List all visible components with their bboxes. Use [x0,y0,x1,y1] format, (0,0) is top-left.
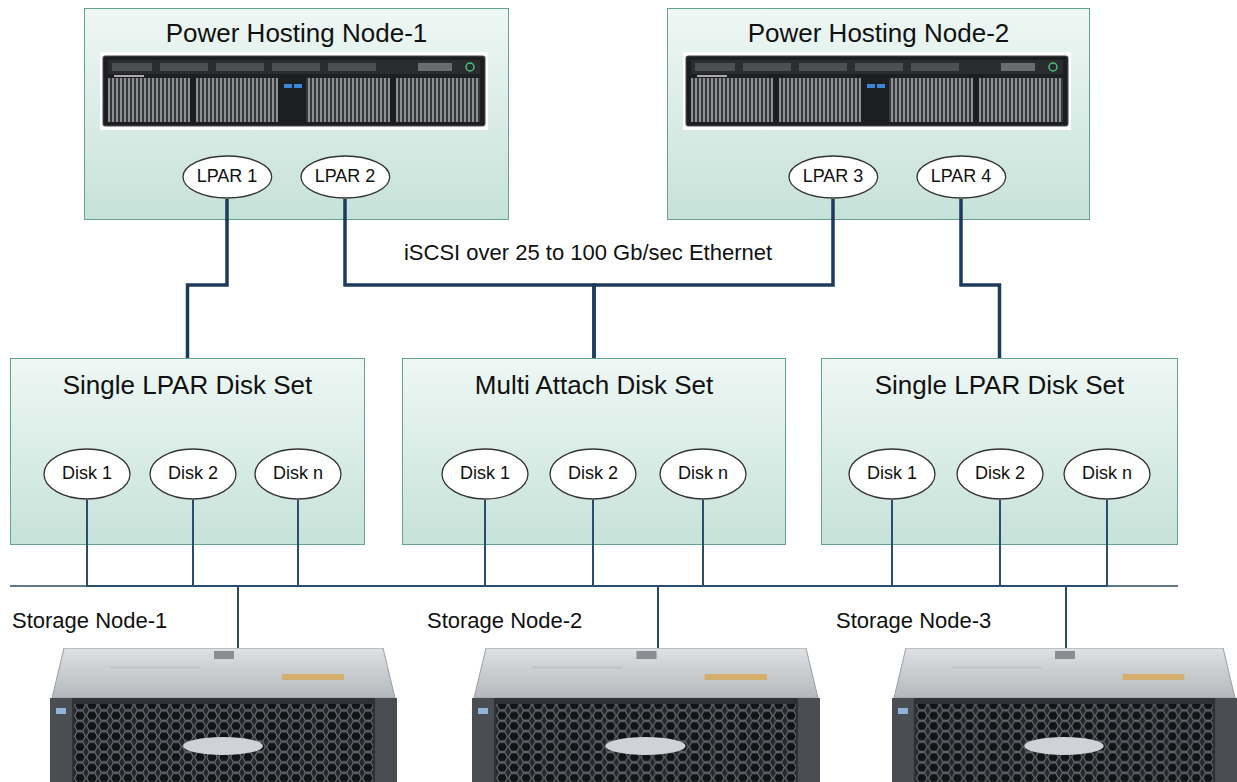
disk-ellipse: Disk 2 [549,448,637,500]
iscsi-link [961,199,1000,358]
iscsi-link [594,199,833,358]
disk-storage-link [193,500,1066,648]
disk-storage-link [298,500,658,648]
power-host-box: Power Hosting Node-2LPAR 3 LPAR 4 [667,8,1090,220]
disk-ellipse: Disk 1 [848,448,936,500]
node-label: Disk 1 [867,463,917,485]
node-title: Storage Node-2 [427,608,582,634]
node-label: Disk n [1082,463,1132,485]
disk-storage-link [593,500,1066,648]
disk-storage-link [238,500,703,648]
storage-bus-line [10,585,1178,587]
node-label: Disk n [678,463,728,485]
storage-server-image [892,648,1237,782]
disk-set-box: Single LPAR Disk SetDisk 1 Disk 2 Disk n [821,358,1178,545]
storage-node: Storage Node-3 [892,648,1237,782]
disk-storage-link [238,500,892,648]
disk-set-box: Single LPAR Disk SetDisk 1 Disk 2 Disk n [10,358,365,545]
lpar-ellipse: LPAR 3 [788,155,879,199]
storage-server-image [50,648,397,782]
disk-storage-link [298,500,1066,648]
disk-ellipse: Disk 1 [441,448,529,500]
disk-ellipse: Disk n [1063,448,1151,500]
disk-storage-link [1000,500,1066,648]
storage-node: Storage Node-1 [50,648,397,782]
disk-storage-link [193,500,658,648]
disk-ellipse: Disk n [659,448,747,500]
node-label: LPAR 1 [197,166,258,188]
node-title: Multi Attach Disk Set [475,370,713,401]
node-label: LPAR 4 [931,166,992,188]
node-title: Single LPAR Disk Set [63,370,313,401]
disk-storage-link [238,500,1107,648]
disk-storage-link [658,500,703,648]
disk-storage-link [87,500,1066,648]
lpar-ellipse: LPAR 1 [182,155,273,199]
storage-server-image [472,648,820,782]
disk-storage-link [238,500,298,648]
disk-storage-link [658,500,1000,648]
power-server-image [683,52,1071,130]
node-title: Single LPAR Disk Set [875,370,1125,401]
node-title: Power Hosting Node-2 [748,18,1010,49]
power-server-image [100,52,488,130]
disk-storage-link [238,500,593,648]
node-label: Disk 2 [568,463,618,485]
disk-storage-link [658,500,1107,648]
node-label: Disk 2 [168,463,218,485]
node-label: LPAR 3 [803,166,864,188]
disk-ellipse: Disk 2 [956,448,1044,500]
disk-ellipse: Disk 2 [149,448,237,500]
disk-ellipse: Disk n [254,448,342,500]
disk-storage-link [593,500,658,648]
iscsi-link [188,199,227,358]
disk-storage-link [87,500,658,648]
node-label: Disk n [273,463,323,485]
iscsi-link [345,199,594,358]
disk-storage-link [238,500,1000,648]
power-host-box: Power Hosting Node-1LPAR 1 LPAR 2 [84,8,509,220]
node-title: Storage Node-1 [12,608,167,634]
disk-set-box: Multi Attach Disk SetDisk 1 Disk 2 Disk n [402,358,786,545]
disk-storage-link [193,500,238,648]
disk-storage-link [1066,500,1107,648]
node-label: Disk 2 [975,463,1025,485]
label-slot: iSCSI over 25 to 100 Gb/sec Ethernet [404,240,772,266]
network-label: iSCSI over 25 to 100 Gb/sec Ethernet [404,240,772,266]
node-label: Disk 1 [62,463,112,485]
disk-ellipse: Disk 1 [43,448,131,500]
lpar-ellipse: LPAR 4 [916,155,1007,199]
node-label: LPAR 2 [315,166,376,188]
node-title: Storage Node-3 [836,608,991,634]
storage-node: Storage Node-2 [472,648,820,782]
node-label: Disk 1 [460,463,510,485]
lpar-ellipse: LPAR 2 [300,155,391,199]
disk-storage-link [703,500,1066,648]
node-title: Power Hosting Node-1 [166,18,428,49]
